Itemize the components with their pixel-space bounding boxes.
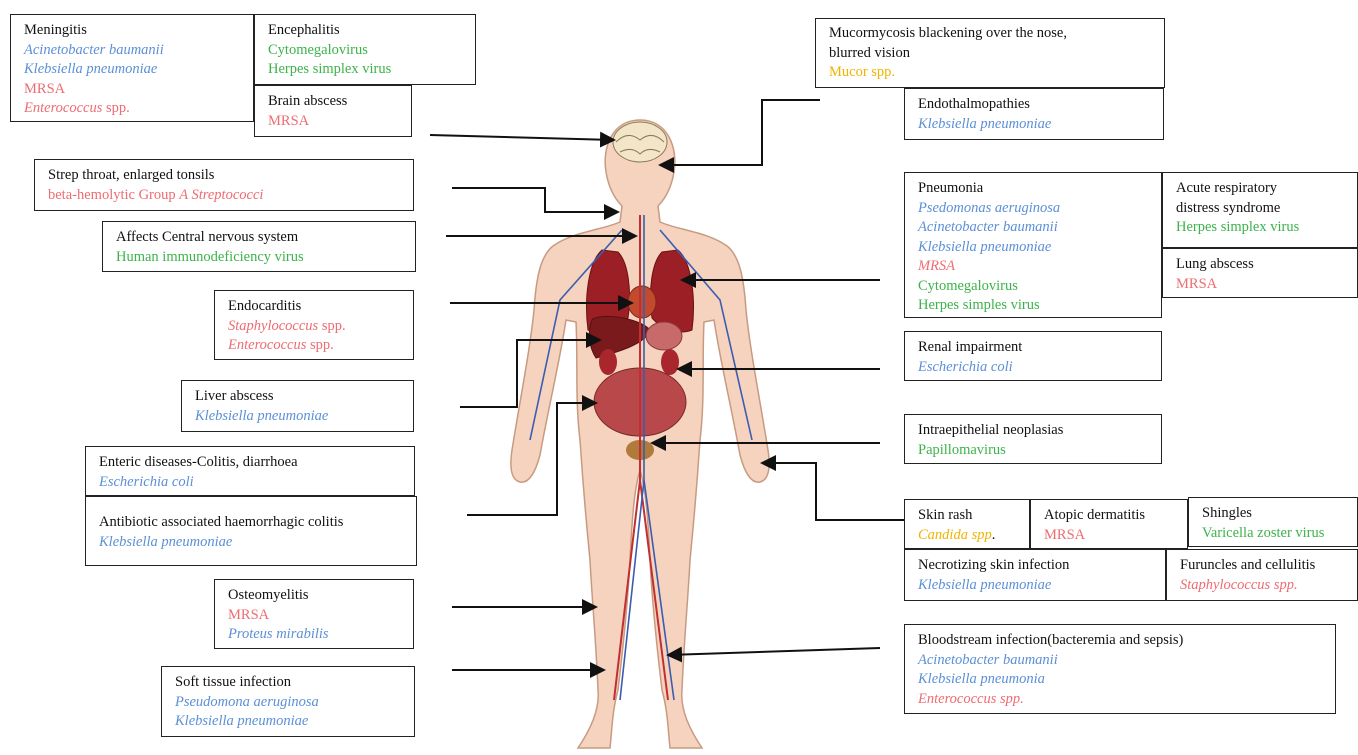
pathogen-label: Staphylococcus spp.: [1180, 576, 1347, 596]
pathogen-label: Acinetobacter baumanii: [918, 651, 1325, 671]
pathogen-label: Enterococcus spp.: [228, 336, 403, 356]
pathogen-label: MRSA: [268, 112, 401, 132]
pathogen-label: Klebsiella pneumoniae: [918, 576, 1155, 596]
enteric-title: Enteric diseases-Colitis, diarrhoea: [99, 453, 404, 473]
heart: [628, 286, 656, 318]
pathogen-label: Psedomonas aeruginosa: [918, 199, 1151, 219]
pathogen-label: Pseudomona aeruginosa: [175, 693, 404, 713]
skin-rash-box: Skin rash Candida spp.: [904, 499, 1030, 549]
pathogen-label: Staphylococcus spp.: [228, 317, 403, 337]
endothalmopathies-box: Endothalmopathies Klebsiella pneumoniae: [904, 88, 1164, 140]
pathogen-label: Proteus mirabilis: [228, 625, 403, 645]
pathogen-label: Varicella zoster virus: [1202, 524, 1347, 544]
lung-abscess-title: Lung abscess: [1176, 255, 1347, 275]
mucormycosis-title-line1: Mucormycosis blackening over the nose,: [829, 24, 1154, 44]
pathogen-label: Klebsiella pneumoniae: [918, 115, 1153, 135]
endothalmopathies-title: Endothalmopathies: [918, 95, 1153, 115]
pathogen-label: Cytomegalovirus: [268, 41, 465, 61]
brain-abscess-box: Brain abscess MRSA: [254, 85, 412, 137]
liver-abscess-title: Liver abscess: [195, 387, 403, 407]
pathogen-label: Klebsiella pneumoniae: [195, 407, 403, 427]
osteomyelitis-title: Osteomyelitis: [228, 586, 403, 606]
pathogen-label: Klebsiella pneumoniae: [99, 533, 406, 553]
atopic-dermatitis-title: Atopic dermatitis: [1044, 506, 1177, 526]
pathogen-label: Klebsiella pneumoniae: [24, 60, 243, 80]
pneumonia-box: Pneumonia Psedomonas aeruginosa Acinetob…: [904, 172, 1162, 318]
furuncles-box: Furuncles and cellulitis Staphylococcus …: [1166, 549, 1358, 601]
pathogen-label: Herpes simples virus: [918, 296, 1151, 316]
ards-title-line2: distress syndrome: [1176, 199, 1347, 219]
pathogen-label: MRSA: [1176, 275, 1347, 295]
pneumonia-title: Pneumonia: [918, 179, 1151, 199]
ards-box: Acute respiratory distress syndrome Herp…: [1162, 172, 1358, 248]
liver-abscess-box: Liver abscess Klebsiella pneumoniae: [181, 380, 414, 432]
pathogen-label: Human immunodeficiency virus: [116, 248, 405, 268]
antibiotic-colitis-box: Antibiotic associated haemorrhagic colit…: [85, 496, 417, 566]
enteric-box: Enteric diseases-Colitis, diarrhoea Esch…: [85, 446, 415, 496]
encephalitis-box: Encephalitis Cytomegalovirus Herpes simp…: [254, 14, 476, 85]
pathogen-label: Escherichia coli: [99, 473, 404, 493]
necrotizing-title: Necrotizing skin infection: [918, 556, 1155, 576]
endocarditis-box: Endocarditis Staphylococcus spp. Enteroc…: [214, 290, 414, 360]
pathogen-label: MRSA: [24, 80, 243, 100]
intraepithelial-title: Intraepithelial neoplasias: [918, 421, 1151, 441]
furuncles-title: Furuncles and cellulitis: [1180, 556, 1347, 576]
stomach: [646, 322, 682, 350]
pathogen-label: MRSA: [1044, 526, 1177, 546]
pathogen-label: Klebsiella pneumoniae: [918, 238, 1151, 258]
cns-box: Affects Central nervous system Human imm…: [102, 221, 416, 272]
antibiotic-colitis-title: Antibiotic associated haemorrhagic colit…: [99, 513, 406, 533]
renal-box: Renal impairment Escherichia coli: [904, 331, 1162, 381]
pathogen-label: Herpes simplex virus: [1176, 218, 1347, 238]
mucormycosis-box: Mucormycosis blackening over the nose, b…: [815, 18, 1165, 88]
soft-tissue-box: Soft tissue infection Pseudomona aerugin…: [161, 666, 415, 737]
pathogen-label: beta-hemolytic Group A Streptococci: [48, 186, 403, 206]
lung-abscess-box: Lung abscess MRSA: [1162, 248, 1358, 298]
cns-title: Affects Central nervous system: [116, 228, 405, 248]
encephalitis-title: Encephalitis: [268, 21, 465, 41]
renal-title: Renal impairment: [918, 338, 1151, 358]
skin-rash-title: Skin rash: [918, 506, 1019, 526]
brain: [613, 122, 667, 162]
shingles-box: Shingles Varicella zoster virus: [1188, 497, 1358, 547]
pathogen-label: Enterococcus spp.: [918, 690, 1325, 710]
meningitis-title: Meningitis: [24, 21, 243, 41]
right-kidney: [661, 349, 679, 375]
pathogen-label: Mucor spp.: [829, 63, 1154, 83]
mucormycosis-title-line2: blurred vision: [829, 44, 1154, 64]
pathogen-label: Klebsiella pneumoniae: [175, 712, 404, 732]
pathogen-label: Klebsiella pneumonia: [918, 670, 1325, 690]
shingles-title: Shingles: [1202, 504, 1347, 524]
strep-throat-title: Strep throat, enlarged tonsils: [48, 166, 403, 186]
pathogen-label: Candida spp.: [918, 526, 1019, 546]
bloodstream-title: Bloodstream infection(bacteremia and sep…: [918, 631, 1325, 651]
pathogen-label: Papillomavirus: [918, 441, 1151, 461]
necrotizing-box: Necrotizing skin infection Klebsiella pn…: [904, 549, 1166, 601]
atopic-dermatitis-box: Atopic dermatitis MRSA: [1030, 499, 1188, 549]
bloodstream-box: Bloodstream infection(bacteremia and sep…: [904, 624, 1336, 714]
osteomyelitis-box: Osteomyelitis MRSA Proteus mirabilis: [214, 579, 414, 649]
pathogen-label: Herpes simplex virus: [268, 60, 465, 80]
pathogen-label: MRSA: [918, 257, 1151, 277]
ards-title-line1: Acute respiratory: [1176, 179, 1347, 199]
endocarditis-title: Endocarditis: [228, 297, 403, 317]
brain-abscess-title: Brain abscess: [268, 92, 401, 112]
meningitis-box: Meningitis Acinetobacter baumanii Klebsi…: [10, 14, 254, 122]
pathogen-label: Cytomegalovirus: [918, 277, 1151, 297]
intraepithelial-box: Intraepithelial neoplasias Papillomaviru…: [904, 414, 1162, 464]
strep-throat-box: Strep throat, enlarged tonsils beta-hemo…: [34, 159, 414, 211]
pathogen-label: Acinetobacter baumanii: [24, 41, 243, 61]
pathogen-label: Acinetobacter baumanii: [918, 218, 1151, 238]
soft-tissue-title: Soft tissue infection: [175, 673, 404, 693]
pathogen-label: Enterococcus spp.: [24, 99, 243, 119]
pathogen-label: MRSA: [228, 606, 403, 626]
pathogen-label: Escherichia coli: [918, 358, 1151, 378]
left-kidney: [599, 349, 617, 375]
